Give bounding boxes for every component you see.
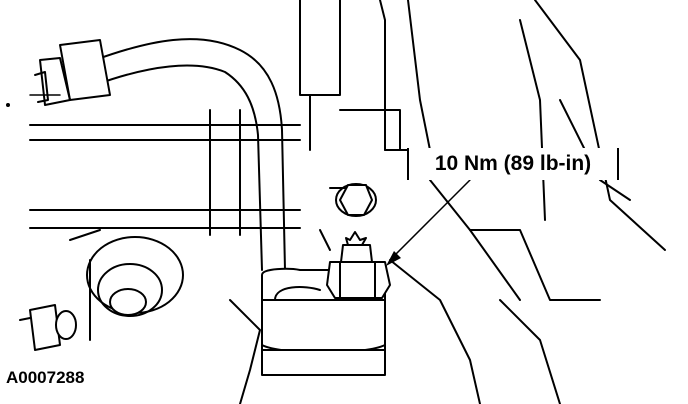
- torque-label: 10 Nm (89 lb-in): [434, 152, 592, 175]
- tube-fitting: [34, 39, 111, 106]
- torque-callout: 10 Nm (89 lb-in): [407, 148, 619, 180]
- figure-id: A0007288: [6, 368, 85, 387]
- small-bolt: [19, 304, 77, 351]
- flare-nut: [326, 231, 391, 299]
- mount-bushing: [69, 229, 184, 341]
- leader-arrow: [386, 179, 471, 266]
- bracket-frame: [29, 94, 301, 236]
- brake-line-tube: [94, 38, 286, 271]
- strut-tower: [229, 0, 666, 404]
- stray-dot: [6, 103, 10, 107]
- upper-bolt: [329, 183, 377, 217]
